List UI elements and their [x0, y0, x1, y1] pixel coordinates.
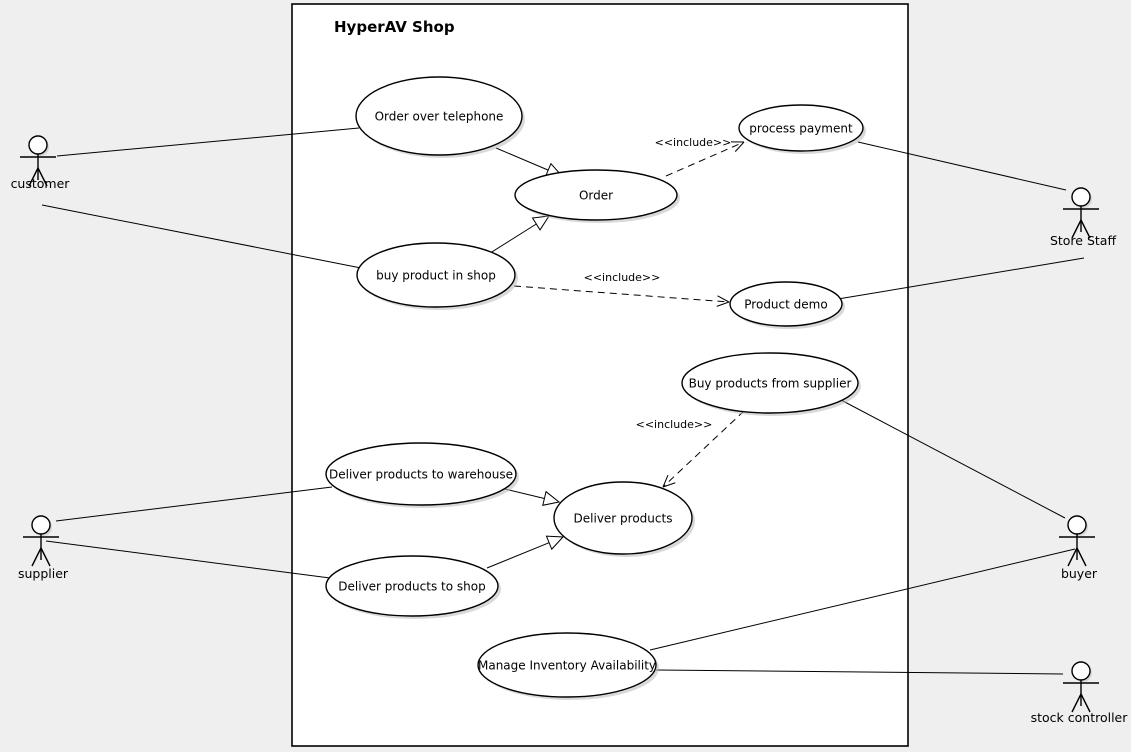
actor-head-icon	[1071, 187, 1091, 207]
system-boundary-title: HyperAV Shop	[334, 18, 455, 36]
association-buyer-manage-inventory[interactable]	[649, 548, 1076, 651]
actor-buyer[interactable]: buyer	[1059, 515, 1098, 581]
actor-head-icon	[31, 515, 51, 535]
use-case-label-buy-products-from-supplier: Buy products from supplier	[689, 377, 852, 391]
generalization-buy-product-in-shop-to-order-arrowhead	[531, 215, 551, 231]
actor-label-store-staff: Store Staff	[1050, 233, 1117, 248]
use-case-order[interactable]	[514, 169, 678, 221]
actor-leg-left	[1071, 219, 1082, 239]
generalization-deliver-to-warehouse-to-deliver-products-line[interactable]	[504, 488, 545, 499]
generalization-buy-product-in-shop-to-order-line[interactable]	[486, 223, 537, 256]
include-buy-product-in-shop-includes-product-demo-arrowhead-b	[717, 295, 730, 303]
use-case-label-process-payment: process payment	[749, 122, 853, 136]
use-case-buy-products-from-supplier[interactable]	[681, 352, 859, 414]
use-case-label-manage-inventory-availability: Manage Inventory Availability	[478, 659, 656, 673]
actor-label-stock-controller: stock controller	[1031, 710, 1129, 725]
generalization-deliver-to-shop-to-deliver-products-arrowhead	[545, 535, 565, 551]
actor-leg-left	[1067, 547, 1078, 567]
actor-head-icon	[1067, 515, 1087, 535]
actor-head-icon	[28, 135, 48, 155]
association-buyer-buy-products-from-supplier[interactable]	[840, 399, 1066, 519]
include-buy-product-in-shop-includes-product-demo-arrowhead-a	[716, 301, 730, 307]
use-case-label-deliver-products: Deliver products	[574, 512, 673, 526]
association-supplier-deliver-to-warehouse[interactable]	[55, 486, 333, 522]
use-case-product-demo[interactable]	[729, 281, 843, 327]
association-supplier-deliver-to-shop[interactable]	[45, 540, 331, 579]
use-case-label-deliver-products-to-shop: Deliver products to shop	[338, 580, 485, 594]
include-buy-products-from-supplier-includes-deliver-products-line[interactable]	[662, 410, 745, 488]
relationship-lines	[41, 127, 1085, 675]
actor-leg-left	[31, 547, 42, 567]
association-customer-buy-product-in-shop[interactable]	[41, 204, 362, 269]
actor-head-icon	[1071, 661, 1091, 681]
use-case-deliver-products-to-shop[interactable]	[325, 555, 499, 617]
actor-store-staff[interactable]: Store Staff	[1050, 187, 1117, 248]
generalization-deliver-to-shop-to-deliver-products-line[interactable]	[486, 542, 550, 569]
use-case-order-over-telephone[interactable]	[355, 76, 523, 156]
generalization-deliver-to-warehouse-to-deliver-products-arrowhead	[542, 490, 561, 506]
relationship-labels: <<include>> <<include>> <<include>>	[584, 136, 732, 431]
actor-label-buyer: buyer	[1061, 566, 1098, 581]
actor-leg-right	[1080, 693, 1091, 713]
use-case-label-deliver-products-to-warehouse: Deliver products to warehouse	[329, 468, 513, 482]
association-store-staff-process-payment[interactable]	[857, 141, 1067, 191]
include-buy-products-from-supplier-includes-deliver-products-arrowhead-b	[662, 482, 676, 488]
actor-leg-left	[1071, 693, 1082, 713]
actor-leg-right	[1080, 219, 1091, 239]
actor-leg-right	[1076, 547, 1087, 567]
actor-label-supplier: supplier	[18, 566, 69, 581]
use-case-label-product-demo: Product demo	[744, 298, 827, 312]
generalization-order-over-telephone-to-order-line[interactable]	[495, 147, 549, 171]
association-stock-controller-manage-inventory[interactable]	[655, 669, 1064, 675]
actor-stock-controller[interactable]: stock controller	[1031, 661, 1129, 725]
include-stereotype-label: <<include>>	[655, 136, 732, 149]
use-case-label-order-over-telephone: Order over telephone	[375, 110, 504, 124]
actor-customer[interactable]: customer	[11, 135, 71, 191]
use-case-label-buy-product-in-shop: buy product in shop	[376, 269, 496, 283]
include-stereotype-label: <<include>>	[584, 271, 661, 284]
include-order-includes-process-payment-line[interactable]	[665, 141, 745, 177]
include-buy-products-from-supplier-includes-deliver-products-arrowhead-a	[662, 474, 669, 488]
use-case-deliver-products-to-warehouse[interactable]	[325, 442, 517, 506]
use-case-manage-inventory-availability[interactable]	[477, 632, 657, 698]
include-order-includes-process-payment-arrowhead-a	[734, 141, 745, 152]
association-store-staff-product-demo[interactable]	[837, 257, 1085, 300]
use-case-process-payment[interactable]	[738, 104, 864, 152]
use-case-label-order: Order	[579, 189, 613, 203]
use-case-buy-product-in-shop[interactable]	[356, 242, 516, 308]
actor-leg-left	[28, 167, 39, 187]
actor-leg-right	[37, 167, 48, 187]
use-case-deliver-products[interactable]	[553, 481, 693, 555]
actor-supplier[interactable]: supplier	[18, 515, 69, 581]
include-stereotype-label: <<include>>	[636, 418, 713, 431]
actor-leg-right	[40, 547, 51, 567]
actor-label-customer: customer	[11, 176, 71, 191]
association-customer-order-over-telephone[interactable]	[56, 127, 360, 157]
